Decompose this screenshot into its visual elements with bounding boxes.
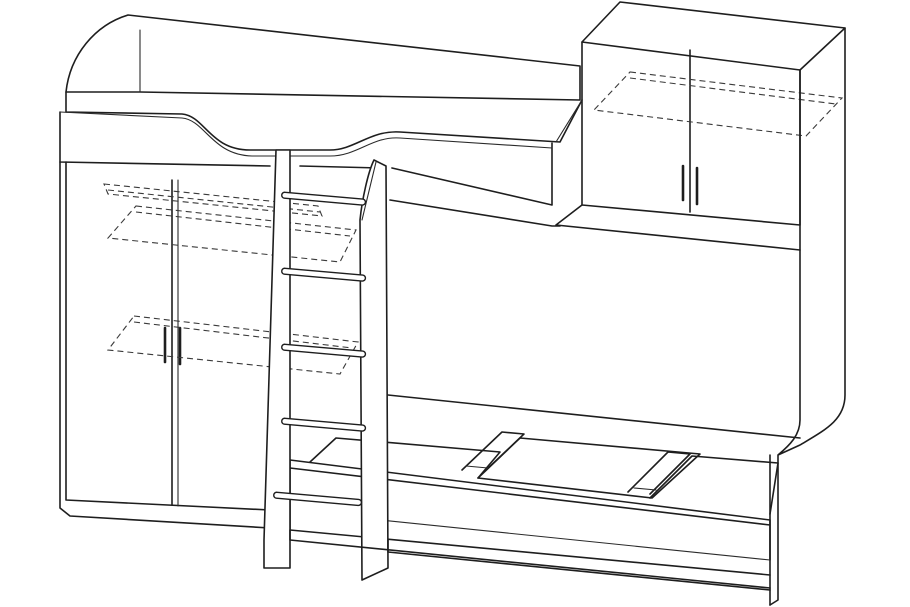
top-bunk-rail (65, 91, 583, 151)
side-panel-outline (769, 27, 846, 606)
cabinet-front (581, 41, 801, 226)
top-bunk-headboard (65, 14, 581, 101)
left-wardrobe (59, 161, 359, 529)
upper-cabinet (555, 1, 846, 251)
lower-bunk-slats (309, 431, 779, 515)
cabinet-shelf-hidden (592, 71, 844, 137)
cabinet-top (581, 1, 846, 71)
ladder (263, 149, 389, 581)
lower-bunk (289, 394, 801, 576)
ladder-right-rail (359, 159, 389, 581)
ladder-left-rail (263, 149, 291, 569)
base-plinth (289, 529, 771, 591)
top-bunk-front-panel (59, 111, 553, 206)
wardrobe-shelves-hidden (103, 183, 359, 375)
ladder-rungs (273, 191, 367, 507)
wardrobe-body (59, 161, 271, 529)
top-bunk (59, 14, 583, 227)
lower-bunk-back (387, 394, 801, 439)
right-side-panel (769, 27, 846, 606)
